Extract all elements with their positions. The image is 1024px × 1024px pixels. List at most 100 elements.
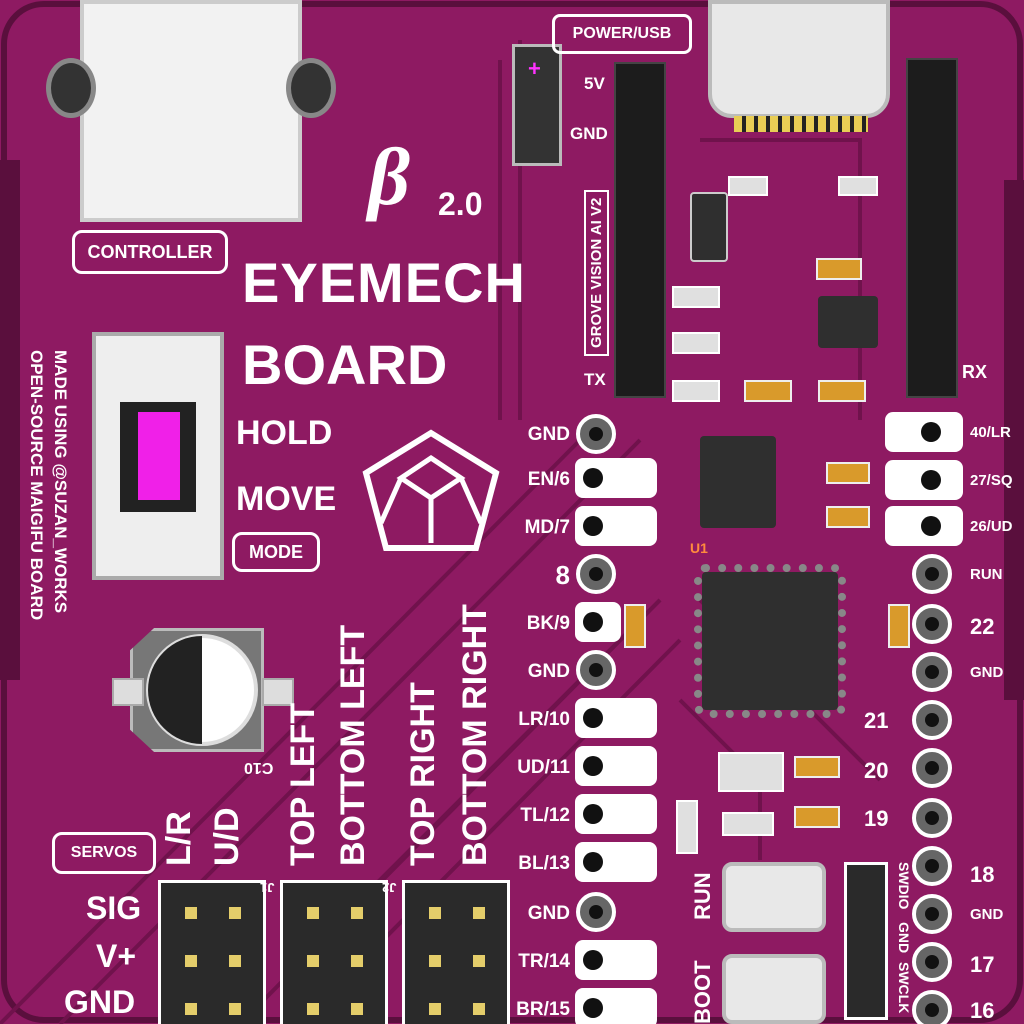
swd-header[interactable]: [844, 862, 888, 1020]
rx-header[interactable]: [906, 58, 958, 398]
smd-c7: [888, 604, 910, 648]
controller-label: CONTROLLER: [72, 230, 228, 274]
grove-header[interactable]: [614, 62, 666, 398]
smd-r2: [838, 176, 878, 196]
pin-right-2[interactable]: [885, 460, 963, 500]
pin-right-6[interactable]: [912, 652, 952, 692]
run-label: RUN: [690, 872, 715, 920]
u1-label: U1: [690, 540, 708, 556]
smd-c6: [624, 604, 646, 648]
pin-left-label-10: BL/13: [518, 853, 570, 874]
pin-right-8[interactable]: [912, 748, 952, 788]
pin-left-label-1: GND: [527, 424, 570, 445]
pin-right-11[interactable]: [912, 894, 952, 934]
pin-left-6[interactable]: [576, 650, 616, 690]
smd-led2: [676, 800, 698, 854]
mode-switch[interactable]: [92, 332, 224, 580]
pin-right-label-12: 17: [970, 952, 995, 977]
pin-left-5[interactable]: [575, 602, 621, 642]
cap-ref-label: C10: [244, 759, 274, 776]
pin-right-label-10: 18: [970, 862, 995, 887]
pin-right-9[interactable]: [912, 798, 952, 838]
pin-right-12[interactable]: [912, 942, 952, 982]
pin-right-4[interactable]: [912, 554, 952, 594]
power-5v-label: 5V: [584, 74, 605, 93]
mode-label: MODE: [232, 532, 320, 572]
pin-left-label-3: MD/7: [524, 517, 570, 538]
smd-c5: [826, 506, 870, 528]
servo-row-sig: SIG: [86, 890, 142, 926]
smd-led: [672, 286, 720, 308]
smd-r5: [722, 812, 774, 836]
run-button[interactable]: [722, 862, 826, 932]
servo-col-bottom-left: BOTTOM LEFT: [334, 624, 372, 866]
cap-pad-right: [262, 678, 294, 706]
crystal: [718, 752, 784, 792]
pin-left-label-13: BR/15: [516, 999, 570, 1020]
pin-left-4[interactable]: [576, 554, 616, 594]
pin-left-2[interactable]: [575, 458, 657, 498]
servo-header-j2[interactable]: [402, 880, 510, 1024]
pin-right-label-2: 27/SQ: [970, 472, 1013, 489]
cube-logo-icon: [362, 429, 500, 551]
diode-plus: +: [528, 56, 541, 81]
pin-right-label-9: 19: [864, 806, 889, 831]
pin-right-1[interactable]: [885, 412, 963, 452]
servo-header-eyes[interactable]: [158, 880, 266, 1024]
pin-right-5[interactable]: [912, 604, 952, 644]
mcu-chip: [694, 564, 846, 718]
hold-label: HOLD: [236, 414, 333, 452]
pin-left-label-6: GND: [527, 661, 570, 682]
pin-left-3[interactable]: [575, 506, 657, 546]
pin-right-7[interactable]: [912, 700, 952, 740]
pin-left-10[interactable]: [575, 842, 657, 882]
pin-left-label-12: TR/14: [518, 951, 570, 972]
smd-r4: [672, 380, 720, 402]
j1-label: J1: [260, 880, 275, 895]
pin-right-label-7: 21: [864, 708, 889, 733]
swdio-label: SWDIO: [896, 862, 912, 910]
pin-left-13[interactable]: [575, 988, 657, 1024]
title-line2: BOARD: [242, 333, 448, 396]
capacitor-body: [146, 634, 258, 746]
pin-left-label-8: UD/11: [517, 757, 570, 778]
smd-c8: [794, 756, 840, 778]
servo-header-j1[interactable]: [280, 880, 388, 1024]
usb-b-mount-right: [286, 58, 336, 118]
pin-right-10[interactable]: [912, 846, 952, 886]
servos-label: SERVOS: [52, 832, 156, 874]
pin-right-label-8: 20: [864, 758, 889, 783]
pin-left-1[interactable]: [576, 414, 616, 454]
usb-c-connector[interactable]: [708, 0, 890, 118]
pin-left-9[interactable]: [575, 794, 657, 834]
pin-right-13[interactable]: [912, 990, 952, 1024]
title-line1: EYEMECH: [242, 251, 526, 314]
smd-c9: [794, 806, 840, 828]
servo-col-top-right: TOP RIGHT: [404, 682, 442, 866]
regulator-chip: [818, 296, 878, 348]
pin-left-7[interactable]: [575, 698, 657, 738]
usb-b-connector: [80, 0, 302, 222]
diode-d2: [690, 192, 728, 262]
pin-left-11[interactable]: [576, 892, 616, 932]
smd-c1: [816, 258, 862, 280]
pin-right-label-11: GND: [970, 906, 1004, 923]
servo-col-top-left: TOP LEFT: [284, 702, 322, 866]
credit-line1: MADE USING @SUZAN_WORKS: [51, 350, 70, 614]
boot-button[interactable]: [722, 954, 826, 1024]
version-number: 2.0: [438, 186, 483, 222]
smd-r3: [672, 332, 720, 354]
tx-label: TX: [584, 370, 606, 389]
pin-left-12[interactable]: [575, 940, 657, 980]
pin-left-8[interactable]: [575, 746, 657, 786]
mode-switch-knob[interactable]: [138, 412, 180, 500]
usb-c-pads: [734, 116, 868, 132]
rx-label: RX: [962, 362, 988, 382]
pin-right-3[interactable]: [885, 506, 963, 546]
servo-col-lr: L/R: [160, 811, 198, 866]
servo-col-ud: U/D: [208, 807, 246, 866]
pin-left-label-7: LR/10: [518, 709, 570, 730]
boot-label: BOOT: [690, 960, 715, 1024]
usb-b-mount-left: [46, 58, 96, 118]
